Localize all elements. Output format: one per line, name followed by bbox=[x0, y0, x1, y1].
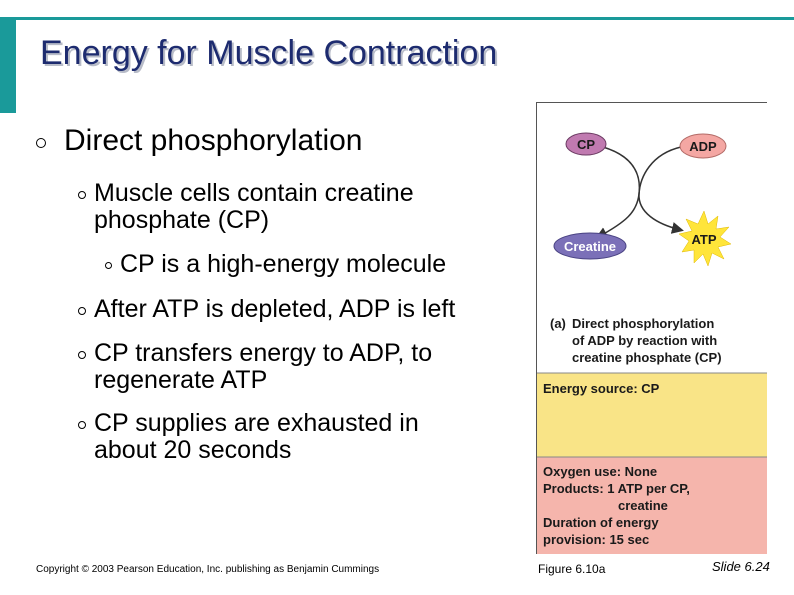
bullet-creatine-phosphate: Muscle cells contain creatine phosphate … bbox=[78, 180, 414, 234]
bullet-text: After ATP is depleted, ADP is left bbox=[94, 295, 456, 323]
slide-title: Energy for Muscle Contraction bbox=[40, 34, 498, 72]
creatine-node bbox=[553, 232, 627, 260]
adp-node bbox=[679, 133, 727, 159]
bullet-dot bbox=[78, 307, 86, 315]
figure-label: Figure 6.10a bbox=[538, 562, 606, 576]
bullet-text: Muscle cells contain creatine phosphate … bbox=[94, 180, 414, 234]
bullet-direct-phosphorylation: Direct phosphorylation bbox=[36, 124, 363, 158]
adp-label: ADP bbox=[689, 139, 717, 154]
bullet-dot bbox=[78, 351, 86, 359]
caption-letter: (a) bbox=[550, 316, 566, 331]
bullet-dot bbox=[78, 191, 86, 199]
bullet-atp-depleted: After ATP is depleted, ADP is left bbox=[78, 296, 455, 323]
bullet-text-line: phosphate (CP) bbox=[94, 206, 270, 234]
bullet-text-line: CP supplies are exhausted in bbox=[94, 409, 419, 437]
slide-number: Slide 6.24 bbox=[712, 559, 770, 574]
caption-line: of ADP by reaction with bbox=[572, 333, 717, 348]
bullet-text: Direct phosphorylation bbox=[64, 124, 363, 157]
copyright-notice: Copyright © 2003 Pearson Education, Inc.… bbox=[36, 564, 380, 575]
figure-border-top bbox=[536, 102, 767, 103]
oxygen-products-box bbox=[536, 457, 767, 554]
info-line: Products: 1 ATP per CP, bbox=[543, 481, 690, 496]
caption-line: creatine phosphate (CP) bbox=[572, 350, 722, 365]
bullet-text-line: about 20 seconds bbox=[94, 436, 292, 464]
info-line: provision: 15 sec bbox=[543, 532, 649, 547]
figure-border-left bbox=[536, 102, 537, 554]
arrow-adp-to-atp bbox=[638, 146, 684, 234]
bullet-text: CP supplies are exhausted in about 20 se… bbox=[94, 410, 419, 464]
energy-source-box bbox=[536, 373, 767, 457]
bullet-text-line: Muscle cells contain creatine bbox=[94, 179, 414, 207]
cp-node bbox=[565, 132, 607, 156]
bullet-high-energy: CP is a high-energy molecule bbox=[105, 251, 446, 278]
bullet-cp-transfers: CP transfers energy to ADP, to regenerat… bbox=[78, 340, 432, 394]
caption-line: Direct phosphorylation bbox=[572, 316, 714, 331]
bullet-text-line: regenerate ATP bbox=[94, 366, 268, 394]
bullet-cp-exhausted: CP supplies are exhausted in about 20 se… bbox=[78, 410, 419, 464]
info-line: Duration of energy bbox=[543, 515, 659, 530]
creatine-label: Creatine bbox=[564, 239, 616, 254]
bullet-dot bbox=[36, 138, 46, 148]
top-accent-bar bbox=[0, 17, 794, 20]
bullet-dot bbox=[78, 421, 86, 429]
bullet-text-line: CP transfers energy to ADP, to bbox=[94, 339, 433, 367]
bullet-text: CP is a high-energy molecule bbox=[120, 250, 447, 278]
cp-label: CP bbox=[577, 137, 595, 152]
info-line: creatine bbox=[618, 498, 668, 513]
energy-source-text: Energy source: CP bbox=[543, 381, 660, 396]
left-accent-bar bbox=[0, 17, 16, 113]
atp-label: ATP bbox=[691, 232, 716, 247]
info-line: Oxygen use: None bbox=[543, 464, 657, 479]
atp-star bbox=[678, 210, 732, 267]
bullet-dot bbox=[105, 262, 112, 269]
bullet-text: CP transfers energy to ADP, to regenerat… bbox=[94, 340, 432, 394]
figure-direct-phosphorylation: CP ADP Creatine ATP (a) Direct phosphory… bbox=[536, 102, 767, 554]
